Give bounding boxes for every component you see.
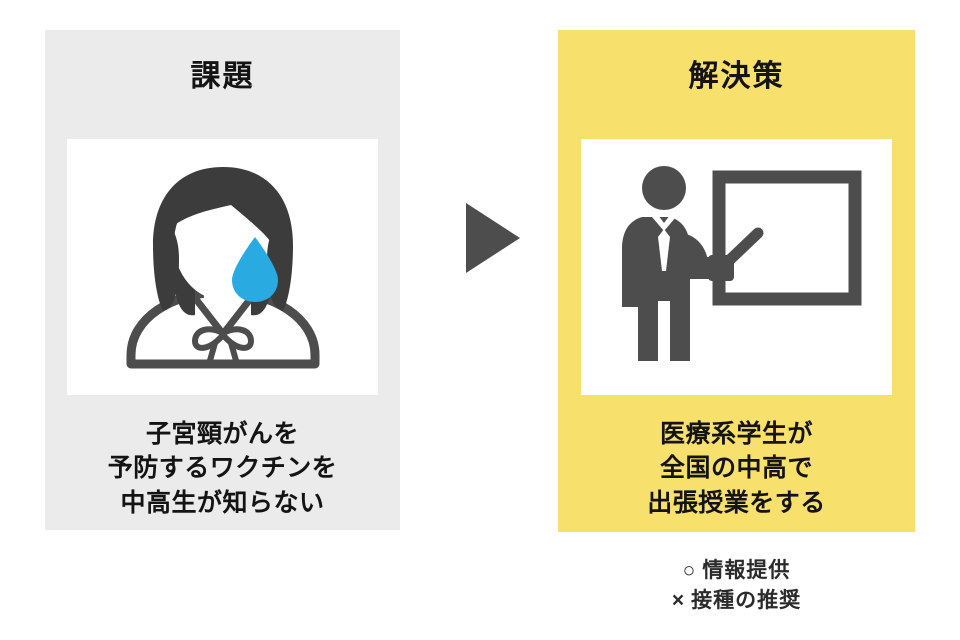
panel-solution-caption: 医療系学生が 全国の中高で 出張授業をする [647, 417, 826, 521]
footnote-text: 情報提供 [702, 559, 791, 582]
footnote-text: 接種の推奨 [691, 589, 802, 613]
caption-line: 予防するワクチンを [107, 454, 338, 483]
footnote-line-information: ○情報提供 [558, 556, 915, 586]
panel-problem-title: 課題 [190, 60, 255, 93]
circle-mark-icon: ○ [682, 559, 697, 582]
panel-problem-image-frame [67, 138, 378, 395]
panel-solution: 解決策 [558, 30, 915, 532]
caption-line: 医療系学生が [659, 419, 813, 448]
caption-line: 全国の中高で [659, 454, 813, 483]
footnote: ○情報提供 ×接種の推奨 [558, 556, 915, 617]
footnote-line-vaccination: ×接種の推奨 [558, 586, 915, 616]
panel-problem-caption: 子宮頸がんを 予防するワクチンを 中高生が知らない [108, 417, 338, 521]
caption-line: 出張授業をする [647, 488, 826, 517]
right-arrow-icon [466, 203, 520, 273]
panel-solution-title: 解決策 [688, 60, 785, 93]
panel-solution-image-frame [581, 138, 892, 395]
caption-line: 子宮頸がんを [145, 419, 299, 448]
teacher-presenting-board-icon [621, 165, 861, 361]
schoolgirl-sweating-icon [126, 167, 319, 369]
panel-problem: 課題 [45, 30, 400, 530]
caption-line: 中高生が知らない [120, 488, 325, 517]
cross-mark-icon: × [671, 589, 686, 613]
